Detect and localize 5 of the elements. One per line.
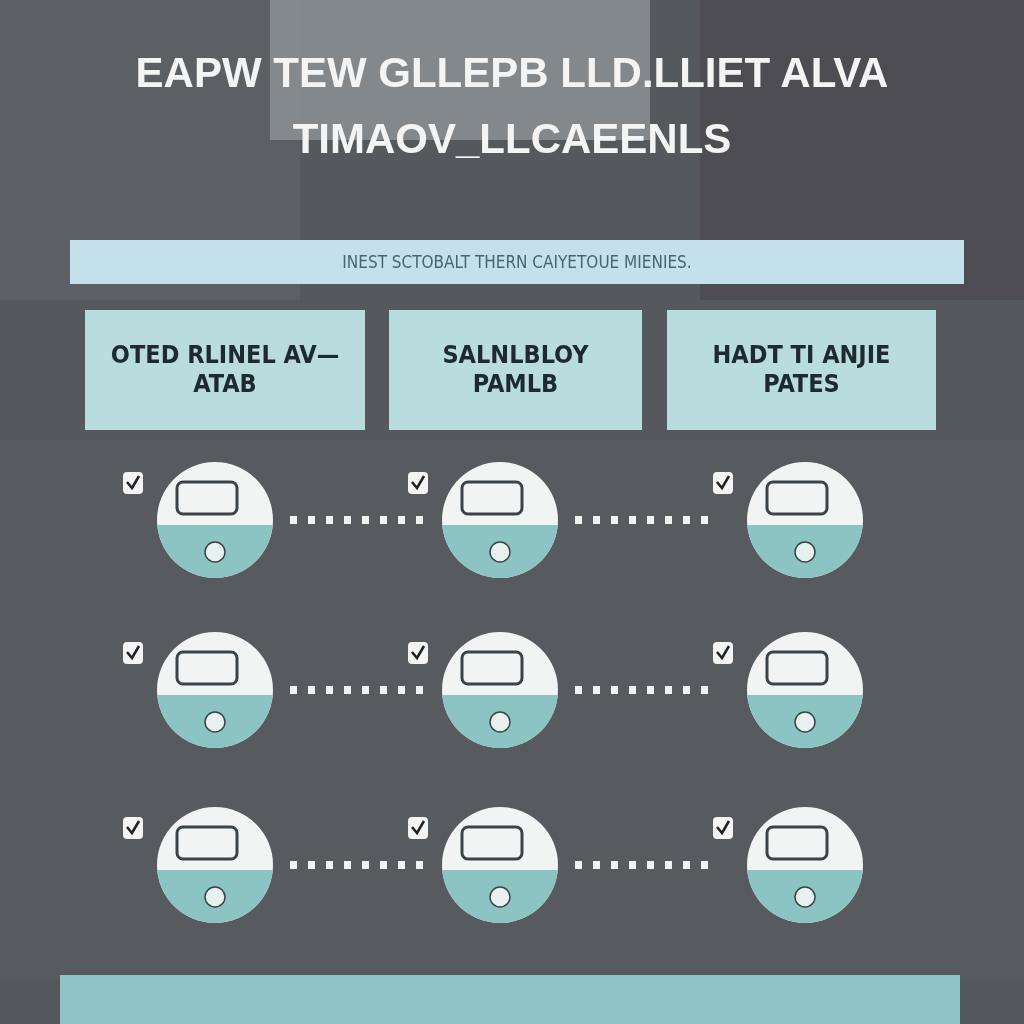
category-card: SALNLBLOY PAMLB xyxy=(389,310,642,430)
category-card: HADT TI ANJIE PATES xyxy=(667,310,936,430)
banner: INEST SCTOBALT THERN CAIYETOUE MIENIES. xyxy=(70,240,964,284)
title: EAPW TEW GLLEPB LLD.LLIET ALVA TIMAOV_LLCAEENLS xyxy=(134,48,890,164)
category-card: OTED RLINEL AV—ATAB xyxy=(85,310,365,430)
